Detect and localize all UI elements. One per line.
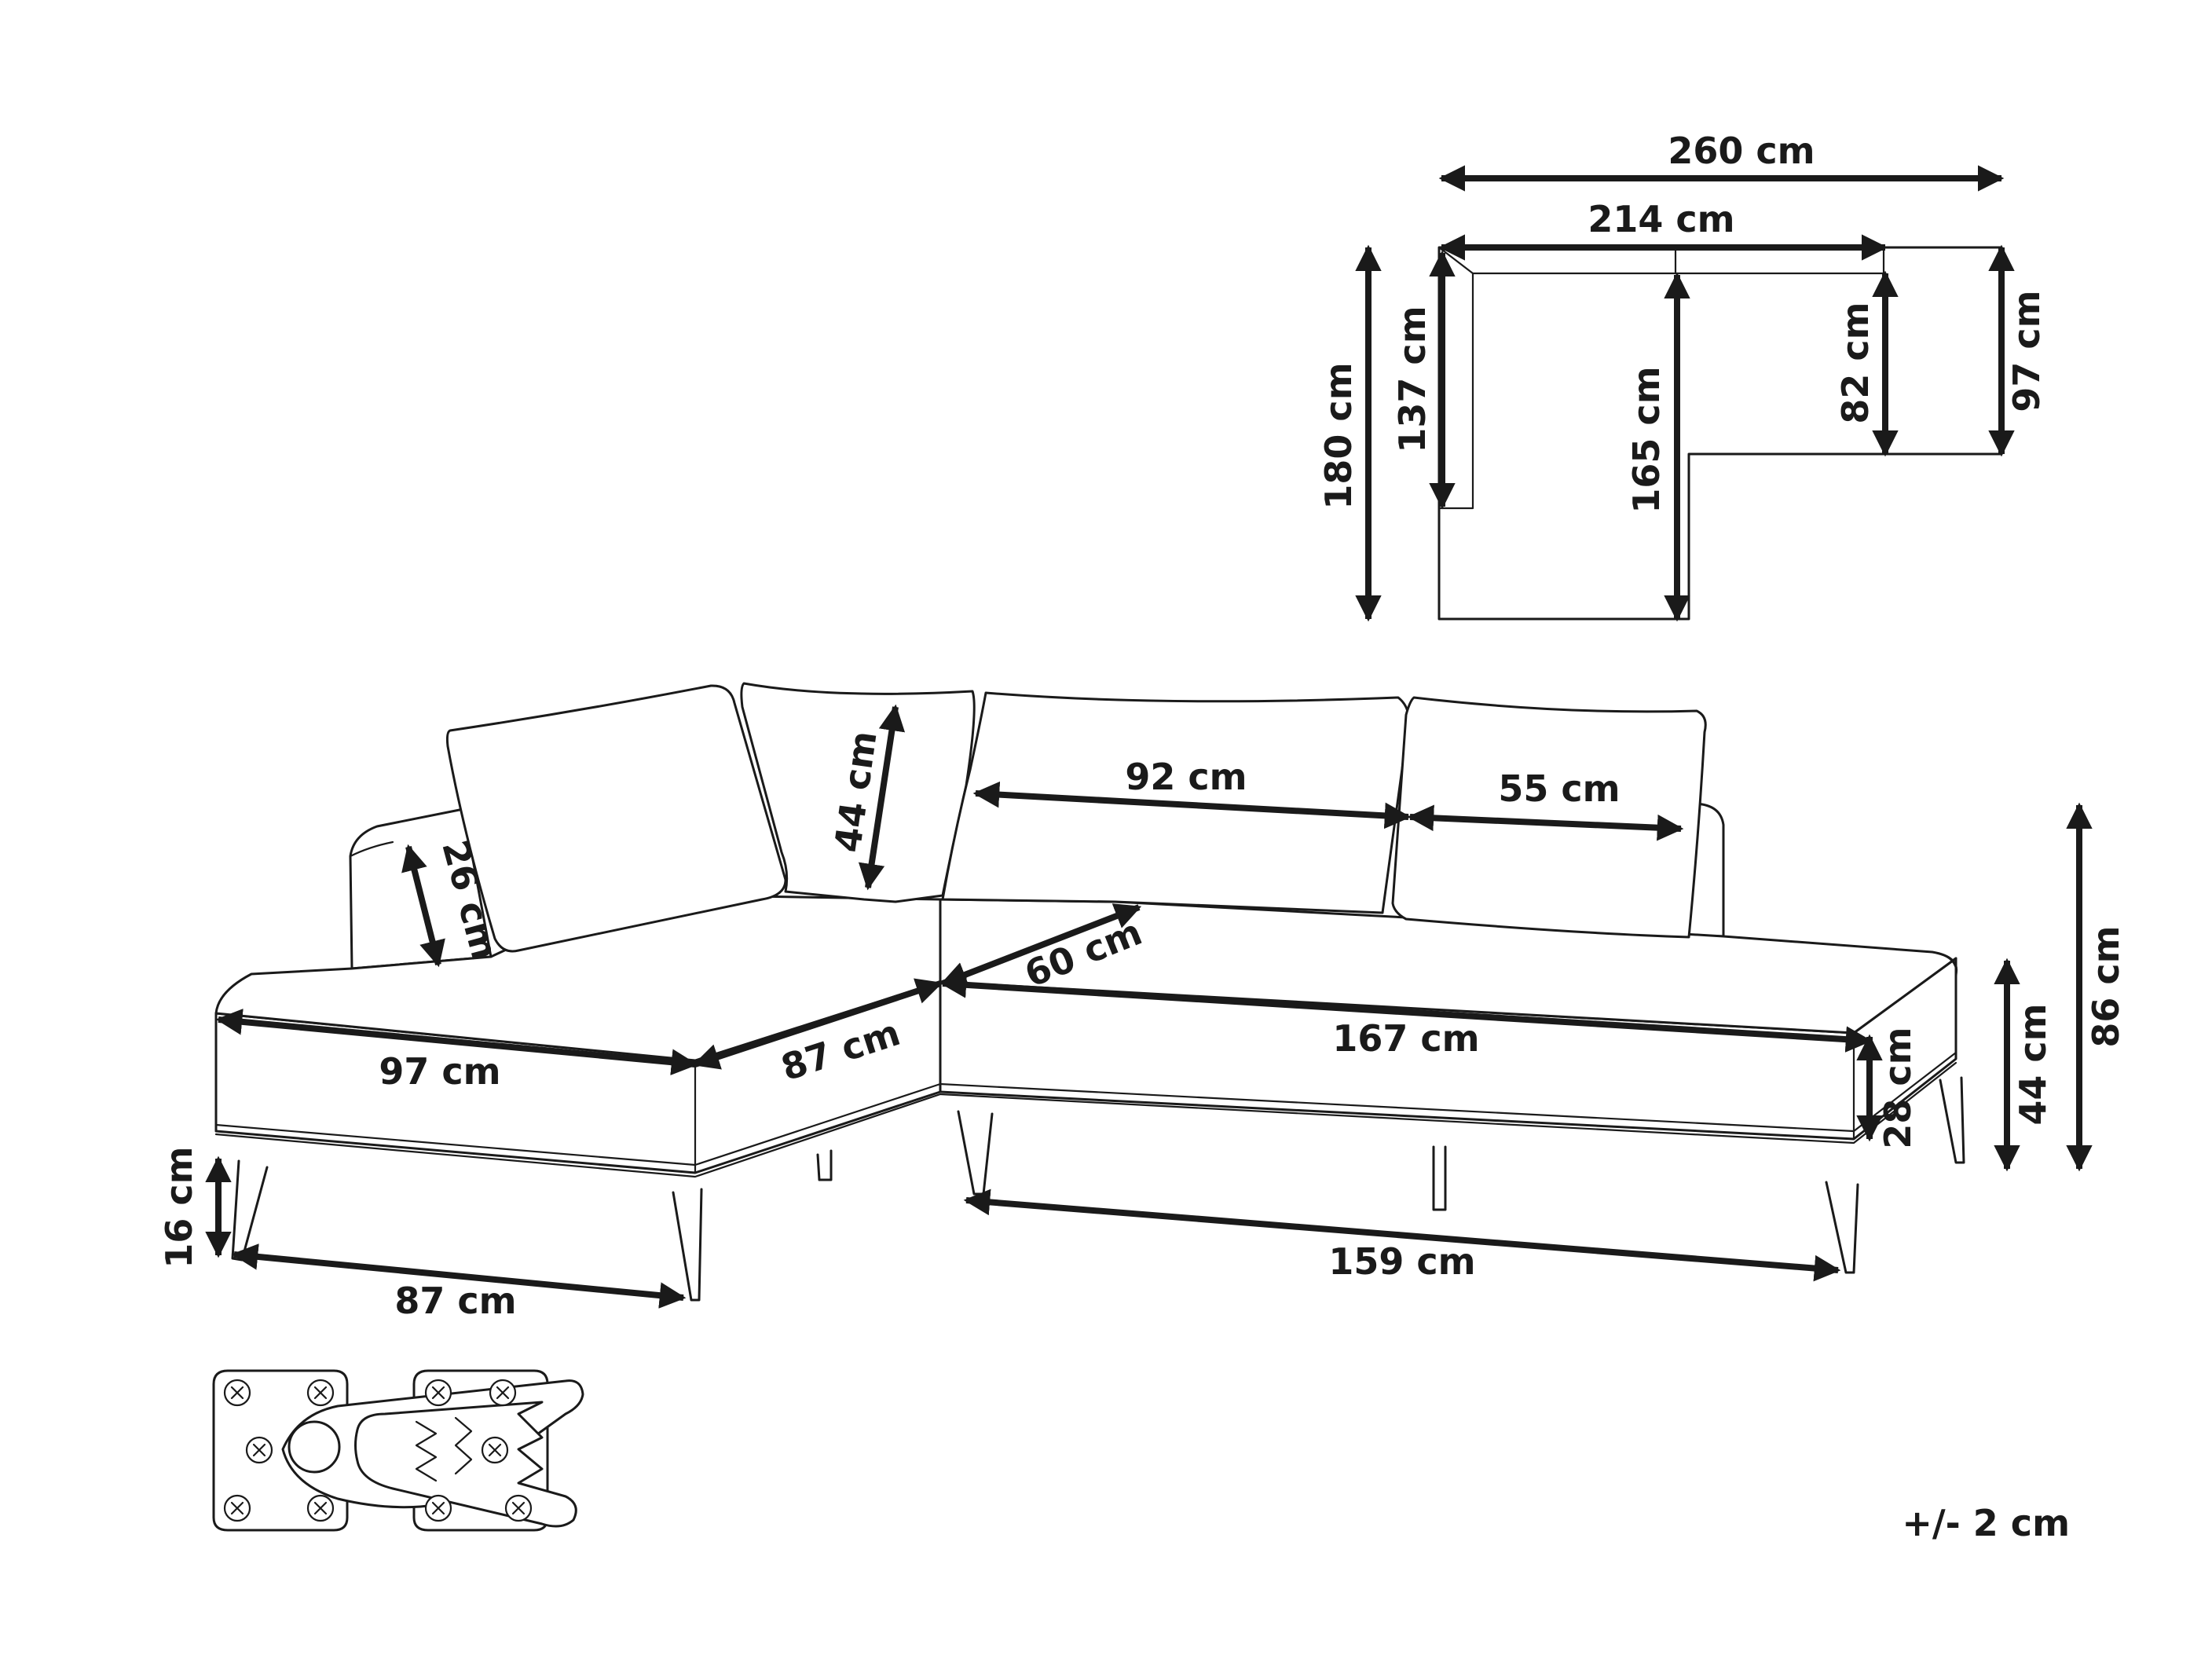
sofa-perspective: 44 cm 92 cm 55 cm 26 cm 60 cm 97 cm 87 c…	[158, 682, 2127, 1322]
screw-icon	[424, 1379, 452, 1407]
tolerance-note: +/- 2 cm	[1902, 1502, 2070, 1544]
leg-sofa-back-right	[1939, 1076, 1965, 1164]
sofa-seat-edge	[1722, 935, 1957, 980]
dim-label-16: 16 cm	[158, 1146, 200, 1268]
leg-chaise-back	[816, 1149, 833, 1181]
sofa-bottom-line	[939, 1061, 1957, 1144]
connector-teeth-2	[454, 1416, 473, 1475]
dim-arrow-87-side	[692, 978, 943, 1070]
back-cushion-1	[445, 684, 787, 953]
screw-icon	[504, 1494, 533, 1522]
plan-backrest-line	[1437, 246, 1887, 275]
dim-arrow-60	[939, 903, 1142, 987]
screw-icon	[223, 1494, 251, 1522]
screw-icon	[424, 1494, 452, 1522]
dim-label-97: 97 cm	[379, 1050, 500, 1093]
plan-view: 260 cm 214 cm 180 cm 137 cm 165 cm 82 cm…	[1317, 130, 2048, 622]
dim-arrow-159	[963, 1188, 1841, 1282]
left-armrest-edge	[349, 840, 394, 858]
dim-label-214: 214 cm	[1588, 198, 1734, 240]
dim-label-97-plan: 97 cm	[2005, 290, 2048, 412]
leg-sofa-front-right	[1825, 1181, 1859, 1274]
dim-label-165: 165 cm	[1625, 366, 1668, 513]
dim-arrow-55	[1407, 804, 1684, 841]
dim-arrow-44-back	[858, 704, 906, 891]
connector-pivot	[287, 1420, 341, 1474]
dim-label-180: 180 cm	[1317, 362, 1360, 509]
dim-label-86: 86 cm	[2085, 925, 2127, 1047]
dim-arrow-92	[972, 781, 1412, 830]
dim-label-55: 55 cm	[1498, 767, 1620, 810]
dim-label-82: 82 cm	[1834, 302, 1877, 423]
leg-front-left	[231, 1159, 269, 1262]
dim-label-137: 137 cm	[1391, 306, 1434, 452]
dim-label-167: 167 cm	[1332, 1017, 1479, 1060]
dim-arrow-97	[215, 1009, 698, 1075]
connector-teeth	[415, 1420, 438, 1482]
dim-label-159: 159 cm	[1328, 1240, 1475, 1283]
dim-label-28: 28 cm	[1877, 1027, 1919, 1148]
screw-icon	[245, 1436, 273, 1464]
dim-arrow-26	[401, 844, 445, 968]
dim-label-92: 92 cm	[1125, 756, 1247, 798]
leg-chaise-corner	[672, 1188, 703, 1302]
dim-label-87-legs: 87 cm	[394, 1280, 516, 1322]
connector-plate-left	[212, 1369, 349, 1532]
leg-sofa-left	[957, 1110, 994, 1196]
plan-outline	[1437, 246, 2003, 621]
dim-label-44-seat: 44 cm	[2012, 1003, 2054, 1125]
chaise-bottom-line	[214, 1093, 942, 1178]
dim-label-260: 260 cm	[1668, 130, 1815, 172]
leg-sofa-back	[1432, 1145, 1447, 1211]
screw-icon	[306, 1379, 335, 1407]
screw-icon	[306, 1494, 335, 1522]
dim-arrow-167	[939, 972, 1873, 1053]
dim-arrow-87-legs	[231, 1243, 687, 1309]
connector-detail	[212, 1369, 584, 1532]
screw-icon	[223, 1379, 251, 1407]
screw-icon	[481, 1436, 509, 1464]
screw-icon	[489, 1379, 517, 1407]
